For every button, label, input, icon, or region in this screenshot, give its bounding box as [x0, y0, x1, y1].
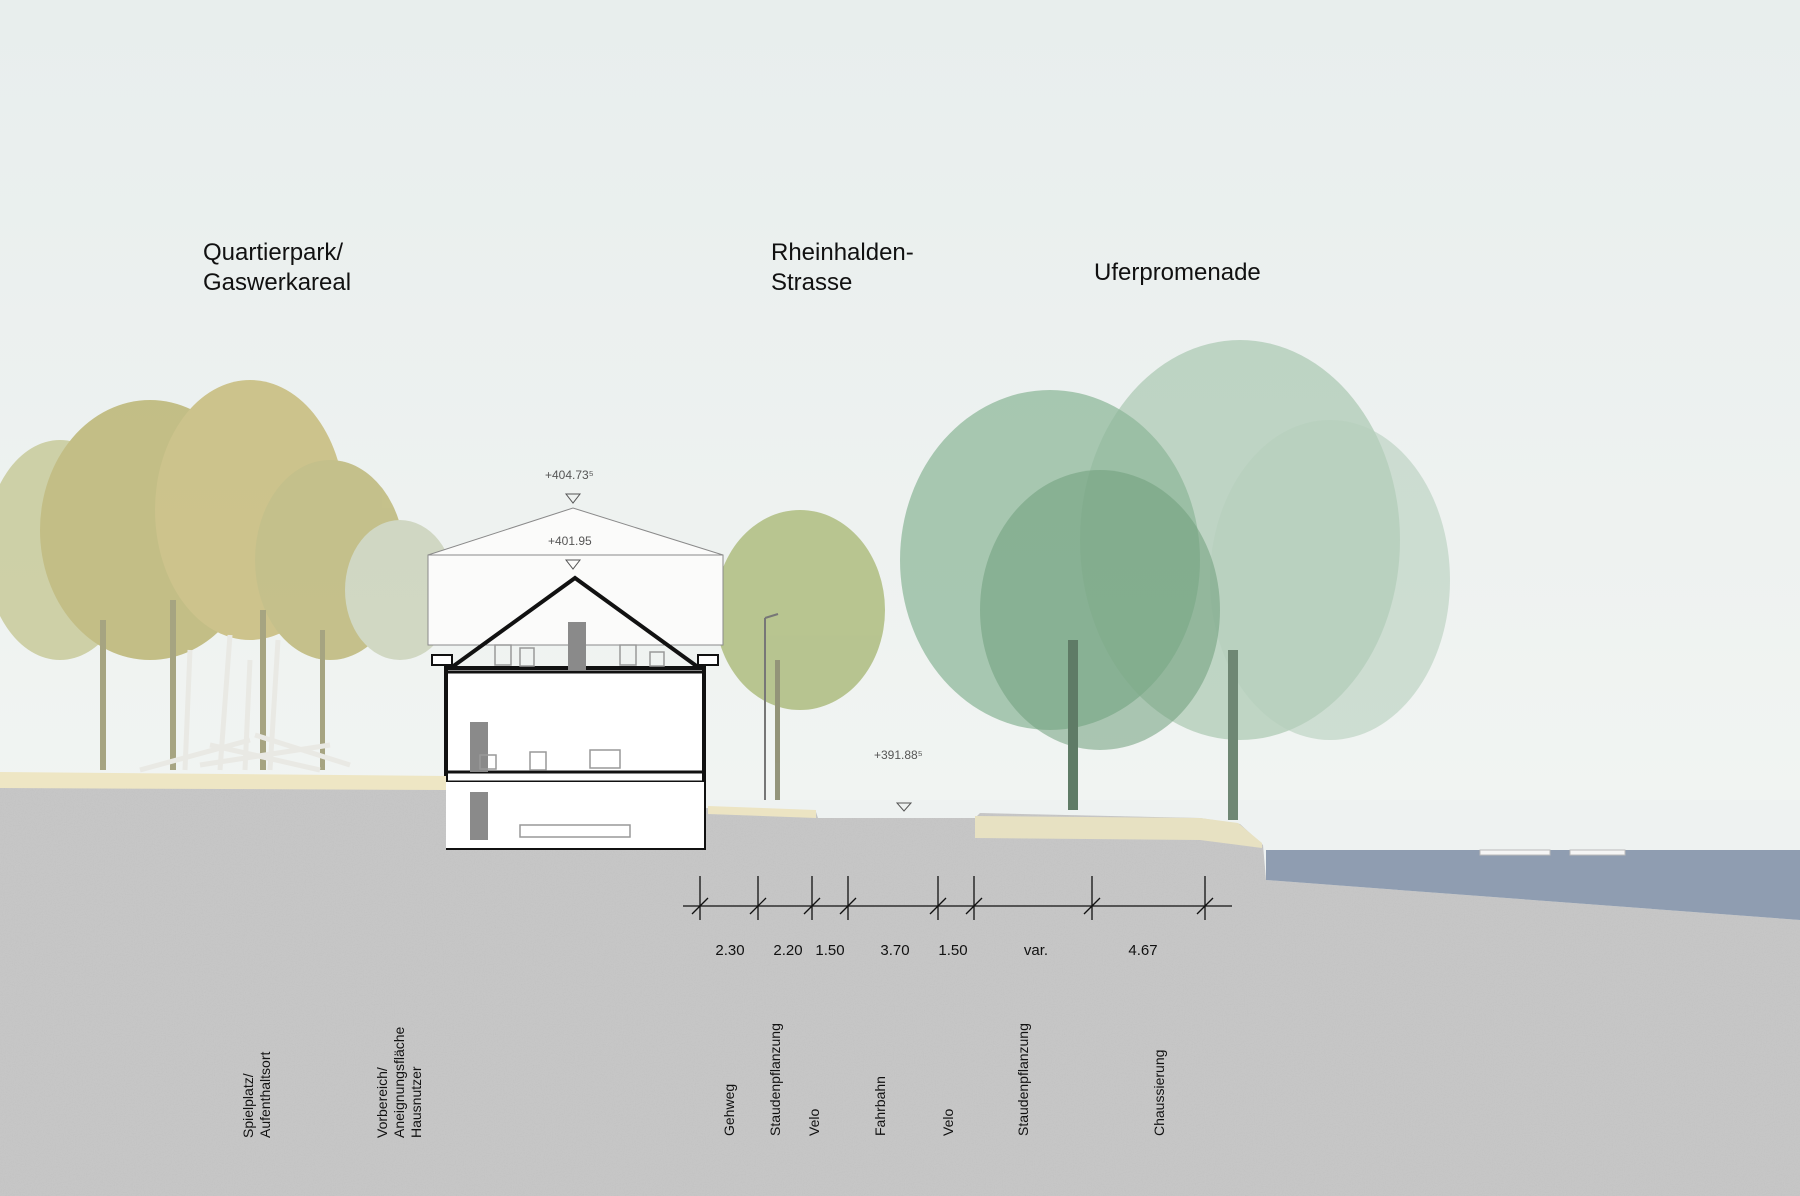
label-staudenpflanzung-1: Staudenpflanzung	[767, 1023, 783, 1136]
label-staudenpflanzung-2: Staudenpflanzung	[1015, 1023, 1031, 1136]
elevation-eave: +401.95	[548, 534, 592, 548]
boats	[1479, 849, 1626, 856]
label-vorbereich: Vorbereich/ Aneignungsfläche Hausnutzer	[374, 1026, 424, 1138]
label-fahrbahn: Fahrbahn	[872, 1076, 888, 1136]
dimension-gehweg: 2.30	[715, 942, 745, 959]
elevation-markers	[564, 493, 913, 812]
label-gehweg: Gehweg	[721, 1083, 737, 1136]
street-trees	[715, 510, 885, 800]
label-velo-1: Velo	[806, 1108, 822, 1136]
sidewalk-strip	[708, 806, 816, 818]
label-chaussierung: Chaussierung	[1151, 1049, 1167, 1136]
label-velo-2: Velo	[940, 1108, 956, 1136]
elevation-street: +391.88⁵	[874, 748, 923, 762]
dimension-var: var.	[1023, 942, 1049, 959]
label-spielplatz: Spielplatz/ Aufenthaltsort	[240, 1051, 273, 1138]
dimension-velo1: 1.50	[815, 942, 845, 959]
zone-title-park: Quartierpark/ Gaswerkareal	[203, 239, 352, 296]
dimension-chaussierung: 4.67	[1128, 942, 1158, 959]
promenade-trees	[900, 340, 1450, 820]
dimension-stauden1: 2.20	[773, 942, 803, 959]
street-lamp	[764, 613, 779, 800]
playground	[139, 634, 351, 773]
ground-texture	[0, 775, 1800, 1196]
promenade-strip	[975, 816, 1262, 848]
building-section	[427, 507, 724, 850]
zone-title-street: Rheinhalden- Strasse	[771, 239, 914, 296]
elevation-ridge: +404.73⁵	[545, 468, 594, 482]
water	[1266, 850, 1800, 920]
dimension-fahrbahn: 3.70	[880, 942, 910, 959]
surface-strip	[0, 772, 446, 790]
dimension-line	[683, 876, 1232, 920]
dimension-velo2: 1.50	[938, 942, 968, 959]
zone-title-promenade: Uferpromenade	[1094, 259, 1261, 286]
